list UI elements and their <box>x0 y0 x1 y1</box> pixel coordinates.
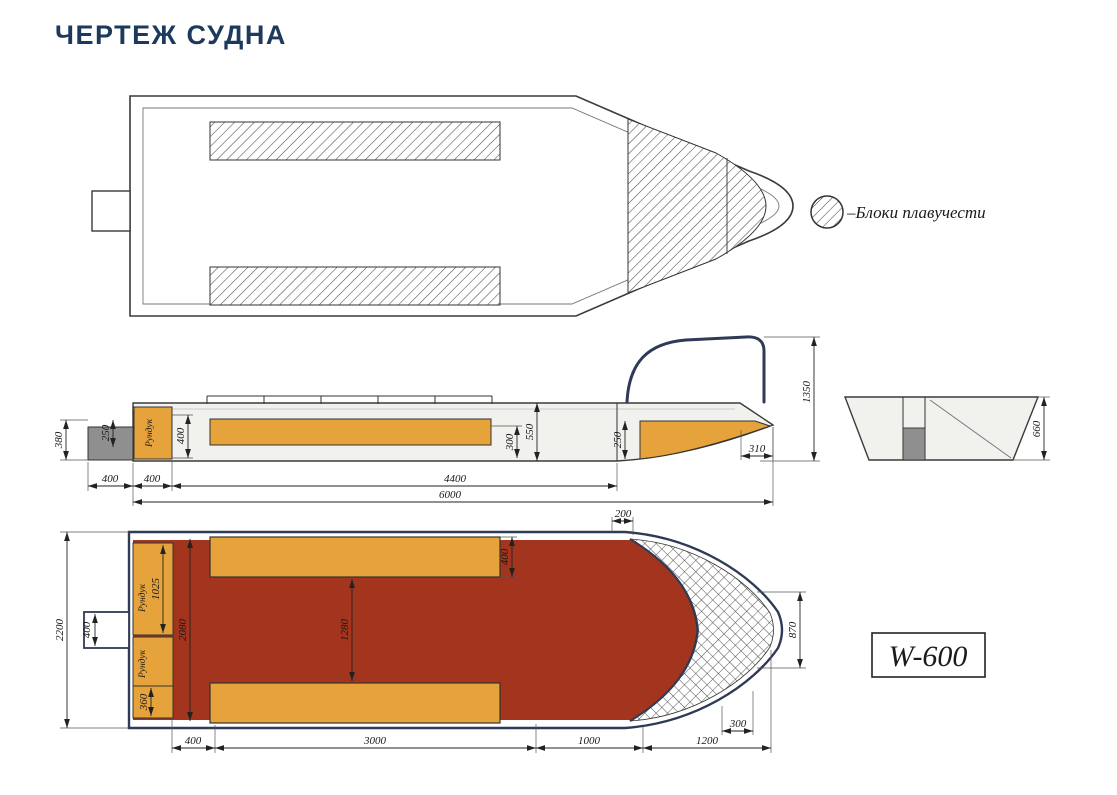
dim-bow-tip: 300 <box>729 718 747 730</box>
plan-seat-port <box>209 536 501 578</box>
side-view-dimensions: 380 250 400 300 550 250 310 1350 <box>53 336 1050 506</box>
side-locker <box>133 406 173 460</box>
buoyancy-block-starboard <box>209 266 501 306</box>
side-seat <box>209 418 492 446</box>
dim-inner-beam: 2080 <box>177 619 189 642</box>
deck-floor <box>133 540 698 720</box>
dim-locker-length-plan: 1025 <box>150 578 162 601</box>
dim-motor-mount-height: 250 <box>100 424 112 441</box>
dim-overall-length: 6000 <box>439 489 462 501</box>
side-locker-label: Рундук <box>144 418 155 448</box>
deck-bow-border <box>629 538 700 722</box>
dim-transom-height: 380 <box>53 431 65 449</box>
top-view-drawing <box>91 95 794 317</box>
dim-section-depth: 660 <box>1031 420 1043 437</box>
dim-gunwale: 200 <box>615 508 632 520</box>
plan-locker-aft-label: Рундук <box>137 649 148 679</box>
plan-seat-starboard <box>209 682 501 724</box>
dim-depth: 550 <box>524 423 536 440</box>
dim-bow-width: 870 <box>787 621 799 638</box>
plan-view-dimensions: 1025 360 2080 1280 2200 400 200 400 870 <box>54 508 806 753</box>
dim-locker-length: 400 <box>144 473 161 485</box>
dim-cockpit-length: 4400 <box>444 473 467 485</box>
bow-handrail <box>625 335 766 404</box>
model-badge-label: W-600 <box>889 640 968 673</box>
transom-section-drawing <box>843 396 1040 461</box>
top-motor-bracket <box>91 190 131 232</box>
page-title: ЧЕРТЕЖ СУДНА <box>55 20 287 50</box>
dim-motor-length: 400 <box>102 473 119 485</box>
dim-locker-height: 400 <box>175 427 187 444</box>
side-view-drawing: Рундук <box>87 335 1040 462</box>
plan-locker-fwd-label: Рундук <box>137 583 148 613</box>
dim-bottom-400: 400 <box>185 735 202 747</box>
dim-bow-overhang: 310 <box>748 443 766 455</box>
dim-beam: 2200 <box>54 619 66 642</box>
model-badge-frame <box>871 632 986 678</box>
section-motor-well <box>902 427 926 461</box>
dim-seat-width: 400 <box>499 548 511 565</box>
dim-bottom-3000: 3000 <box>363 735 387 747</box>
dim-seat-height: 300 <box>504 433 516 451</box>
buoyancy-block-port <box>209 121 501 161</box>
cockpit-rail <box>206 395 493 404</box>
dim-floor-width: 1280 <box>339 619 351 642</box>
dim-bottom-1000: 1000 <box>578 735 601 747</box>
dim-locker-aft-length: 360 <box>138 693 150 711</box>
side-bow-locker <box>639 420 772 460</box>
buoyancy-hatch-icon <box>810 195 844 229</box>
plan-view-drawing: Рундук Рундук <box>83 530 784 730</box>
legend: –Блоки плавучести <box>810 195 986 229</box>
plan-locker-fwd <box>132 542 174 636</box>
dim-bottom-1200: 1200 <box>696 735 719 747</box>
plan-motor-bracket <box>83 611 130 649</box>
legend-label: –Блоки плавучести <box>846 203 986 222</box>
dim-bow-locker-height: 250 <box>612 431 624 448</box>
section-outline <box>843 396 1040 461</box>
dim-rail-height: 1350 <box>801 381 813 404</box>
dim-motor-width: 400 <box>81 621 93 638</box>
bow-buoyancy-area <box>629 538 774 722</box>
buoyancy-block-bow <box>627 118 767 294</box>
model-badge: W-600 <box>871 632 986 678</box>
